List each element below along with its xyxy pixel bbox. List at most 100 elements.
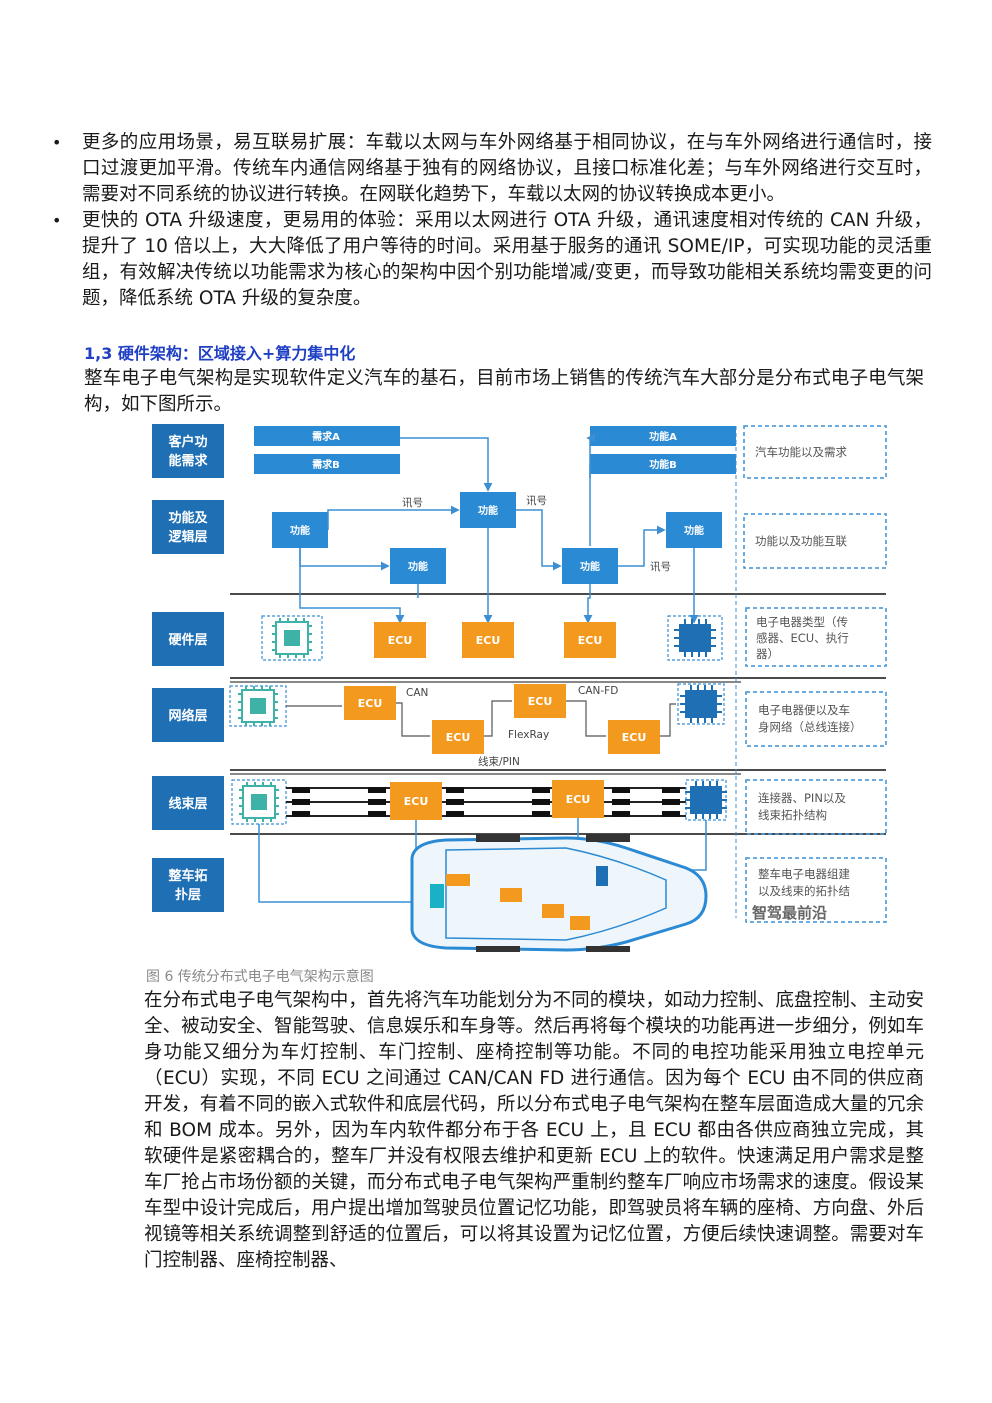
note-line: 感器、ECU、执行	[756, 631, 849, 645]
need-block	[254, 426, 400, 446]
ecu-block	[552, 780, 604, 818]
need-block	[254, 454, 400, 474]
actuator-icon	[684, 780, 728, 820]
layer-labels: 客户功 能需求 功能及 逻辑层 硬件层 网络层 线束层 整车拓 扑层	[152, 424, 224, 912]
function-label: 功能	[580, 560, 600, 573]
ecu-block	[374, 622, 426, 658]
function-block	[272, 512, 328, 548]
layer-customer-needs	[152, 424, 224, 478]
bullet-item: 更多的应用场景，易互联易扩展：车载以太网与车外网络基于相同协议，在与车外网络进行…	[52, 130, 932, 208]
note-line: 身网络（总线连接）	[758, 720, 862, 734]
bus-label-canfd: CAN-FD	[578, 685, 618, 697]
layer-network	[152, 688, 224, 742]
function-label: 功能	[478, 504, 498, 517]
bus-label-flexray: FlexRay	[508, 729, 549, 741]
signal-label: 讯号	[402, 496, 423, 509]
note-line: 电子电器便以及车	[758, 703, 850, 717]
note-line: 连接器、PIN以及	[758, 791, 846, 805]
feature-block	[590, 454, 736, 474]
function-label: 功能	[408, 560, 428, 573]
function-block	[562, 548, 618, 584]
function-block	[460, 492, 516, 528]
note-line: 整车电子电器组建	[758, 867, 850, 881]
bullet-item: 更快的 OTA 升级速度，更易用的体验：采用以太网进行 OTA 升级，通讯速度相…	[52, 208, 932, 312]
connector-icon	[612, 787, 630, 817]
layer-label: 整车拓	[167, 868, 207, 884]
note-line: 以及线束的拓扑结	[758, 884, 850, 898]
layer-harness	[152, 776, 224, 830]
bus-label-harness: 线束/PIN	[478, 755, 520, 768]
signal-label: 讯号	[650, 560, 671, 573]
harness-layer: ECU ECU	[231, 779, 728, 825]
note-text: 汽车功能以及需求	[755, 445, 847, 459]
note-line: 线束拓扑结构	[758, 808, 827, 822]
function-block	[666, 512, 722, 548]
function-blocks: 功能 功能 功能 功能 功能	[272, 492, 722, 584]
layer-label: 线束层	[168, 796, 207, 812]
ecu-block	[344, 686, 396, 720]
intro-paragraph: 整车电子电气架构是实现软件定义汽车的基石，目前市场上销售的传统汽车大部分是分布式…	[84, 368, 924, 415]
section-heading: 1,3 硬件架构：区域接入+算力集中化	[84, 344, 356, 363]
ecu-block	[462, 622, 514, 658]
connector-icon	[446, 787, 464, 817]
ecu-label: ECU	[358, 697, 383, 710]
ecu-label: ECU	[528, 695, 553, 708]
watermark: 智驾最前沿	[752, 904, 827, 922]
connector-icon	[532, 787, 550, 817]
signal-labels: 讯号 讯号 讯号	[402, 494, 671, 573]
feature-label: 功能B	[649, 458, 677, 471]
connector-icon	[368, 787, 386, 817]
layer-label: 逻辑层	[168, 529, 207, 545]
chip-icon	[237, 685, 279, 727]
ecu-block	[608, 720, 660, 754]
signal-label: 讯号	[526, 494, 547, 507]
ecu-block	[514, 684, 566, 718]
note-line: 电子电器类型（传	[756, 615, 848, 629]
actuator-icon	[679, 684, 723, 724]
note-line: 器）	[756, 647, 779, 661]
ecu-label: ECU	[566, 793, 591, 806]
ecu-label: ECU	[404, 795, 429, 808]
function-block	[390, 548, 446, 584]
ecu-label: ECU	[476, 634, 501, 647]
feature-block	[590, 426, 736, 446]
layer-hardware	[152, 612, 224, 666]
chip-icon	[271, 617, 313, 659]
architecture-diagram: 客户功 能需求 功能及 逻辑层 硬件层 网络层 线束层 整车拓 扑层	[146, 418, 894, 952]
hardware-layer: ECU ECU ECU	[261, 615, 723, 661]
car-icon	[410, 834, 708, 952]
layer-label: 客户功	[168, 434, 207, 450]
ecu-label: ECU	[578, 634, 603, 647]
layer-label: 硬件层	[168, 632, 207, 648]
needs-blocks: 需求A 需求B 功能A 功能B	[254, 426, 736, 474]
need-label: 需求B	[312, 458, 340, 471]
logic-arrows	[299, 433, 699, 624]
ecu-block	[390, 782, 442, 820]
network-layer: ECU ECU ECU ECU CAN CAN-FD FlexRay 线束/PI…	[229, 683, 725, 768]
ecu-label: ECU	[622, 731, 647, 744]
body-paragraph: 在分布式电子电气架构中，首先将汽车功能划分为不同的模块，如动力控制、底盘控制、主…	[144, 990, 924, 1271]
function-label: 功能	[290, 524, 310, 537]
ecu-label: ECU	[388, 634, 413, 647]
connector-icon	[662, 787, 680, 817]
ecu-block	[564, 622, 616, 658]
ecu-block	[432, 720, 484, 754]
layer-label: 扑层	[175, 887, 201, 903]
layer-label: 功能及	[168, 510, 208, 526]
layer-label: 网络层	[168, 708, 207, 724]
bullet-list: 更多的应用场景，易互联易扩展：车载以太网与车外网络基于相同协议，在与车外网络进行…	[52, 130, 932, 312]
connector-icon	[292, 787, 310, 817]
function-label: 功能	[684, 524, 704, 537]
layer-function-logic	[152, 500, 224, 554]
layer-notes: 汽车功能以及需求 功能以及功能互联 电子电器类型（传 感器、ECU、执行 器） …	[735, 425, 887, 923]
layer-vehicle-topology	[152, 858, 224, 912]
actuator-icon	[673, 618, 717, 658]
figure-caption: 图 6 传统分布式电子电气架构示意图	[146, 969, 374, 985]
architecture-diagram-svg: 客户功 能需求 功能及 逻辑层 硬件层 网络层 线束层 整车拓 扑层	[152, 424, 887, 952]
ecu-label: ECU	[446, 731, 471, 744]
feature-label: 功能A	[649, 430, 677, 443]
chip-icon	[238, 781, 280, 823]
need-label: 需求A	[312, 430, 340, 443]
bus-label-can: CAN	[406, 687, 428, 699]
